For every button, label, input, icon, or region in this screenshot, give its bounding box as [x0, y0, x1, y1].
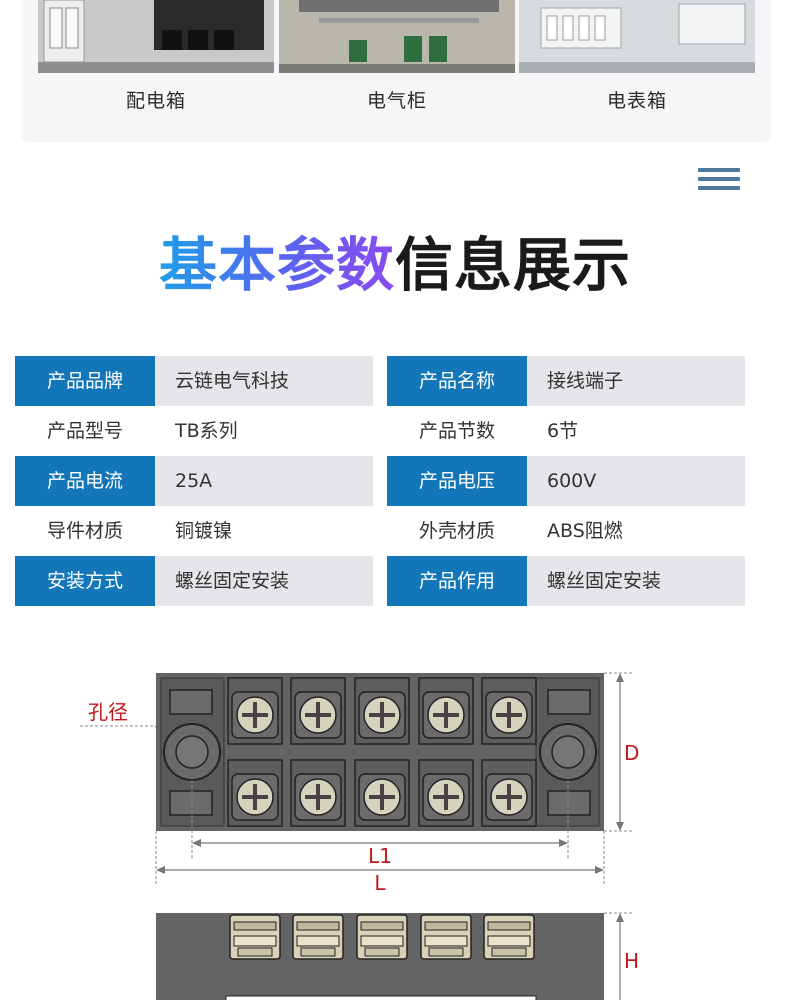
side-terminal: [483, 914, 535, 960]
spec-value: 25A: [155, 456, 373, 506]
spec-item: 产品作用螺丝固定安装: [387, 556, 745, 606]
menu-icon[interactable]: [698, 168, 740, 192]
spec-item: 产品节数 6节: [387, 406, 745, 456]
spec-value: TB系列: [175, 420, 238, 442]
spec-label: 产品型号: [46, 420, 123, 442]
spec-value: 6节: [547, 420, 579, 442]
product-gallery: 配电箱 电气柜 电表箱: [22, 0, 771, 142]
photo-electric-cabinet: [279, 0, 515, 73]
spec-label: 产品电压: [387, 456, 527, 506]
screw-terminal: [290, 759, 346, 827]
spec-label: 导件材质: [46, 520, 123, 542]
spec-label: 产品名称: [387, 356, 527, 406]
screw-terminal: [481, 759, 537, 827]
screw-grid: [227, 677, 537, 827]
caption-meter-box: 电表箱: [606, 90, 667, 112]
dimension-d-label: D: [624, 741, 639, 765]
side-terminal: [356, 914, 408, 960]
caption-electric-cabinet: 电气柜: [366, 90, 427, 112]
screw-terminal: [227, 677, 283, 745]
spec-item: 导件材质 铜镀镍: [15, 506, 373, 556]
screw-terminal: [290, 677, 346, 745]
screw-terminal: [354, 759, 410, 827]
spec-item: 产品品牌云链电气科技: [15, 356, 373, 406]
screw-terminal: [227, 759, 283, 827]
title-highlight: 基本参数: [158, 231, 395, 299]
title-rest: 信息展示: [395, 231, 632, 299]
dimension-l-label: L: [374, 871, 386, 895]
spec-value: 螺丝固定安装: [527, 556, 745, 606]
screw-terminal: [418, 677, 474, 745]
spec-label: 产品品牌: [15, 356, 155, 406]
spec-value: 600V: [527, 456, 745, 506]
side-terminals: [229, 914, 535, 960]
dimension-l1-label: L1: [368, 844, 392, 868]
spec-label: 产品节数: [418, 420, 495, 442]
spec-value: 云链电气科技: [155, 356, 373, 406]
spec-label: 产品电流: [15, 456, 155, 506]
spec-value: 铜镀镍: [175, 520, 233, 542]
side-terminal: [420, 914, 472, 960]
hole-diameter-label: 孔径: [88, 700, 128, 724]
screw-terminal: [418, 759, 474, 827]
spec-item: 安装方式螺丝固定安装: [15, 556, 373, 606]
spec-item: 产品名称接线端子: [387, 356, 745, 406]
spec-label: 产品作用: [387, 556, 527, 606]
spec-value: ABS阻燃: [547, 520, 623, 542]
photo-meter-box: [519, 0, 755, 73]
spec-item: 产品型号 TB系列: [15, 406, 373, 456]
screw-terminal: [354, 677, 410, 745]
spec-label: 外壳材质: [418, 520, 495, 542]
spec-value: 螺丝固定安装: [155, 556, 373, 606]
side-terminal: [292, 914, 344, 960]
photo-distribution-box: [38, 0, 274, 73]
dimension-diagram: 孔径 D L1 L H: [80, 672, 639, 1000]
caption-distribution-box: 配电箱: [125, 90, 186, 112]
spec-item: 外壳材质 ABS阻燃: [387, 506, 745, 556]
spec-label: 安装方式: [15, 556, 155, 606]
screw-terminal: [481, 677, 537, 745]
dimension-h-label: H: [624, 949, 639, 973]
spec-value: 接线端子: [527, 356, 745, 406]
section-title: 基本参数信息展示: [0, 230, 790, 300]
side-terminal: [229, 914, 281, 960]
